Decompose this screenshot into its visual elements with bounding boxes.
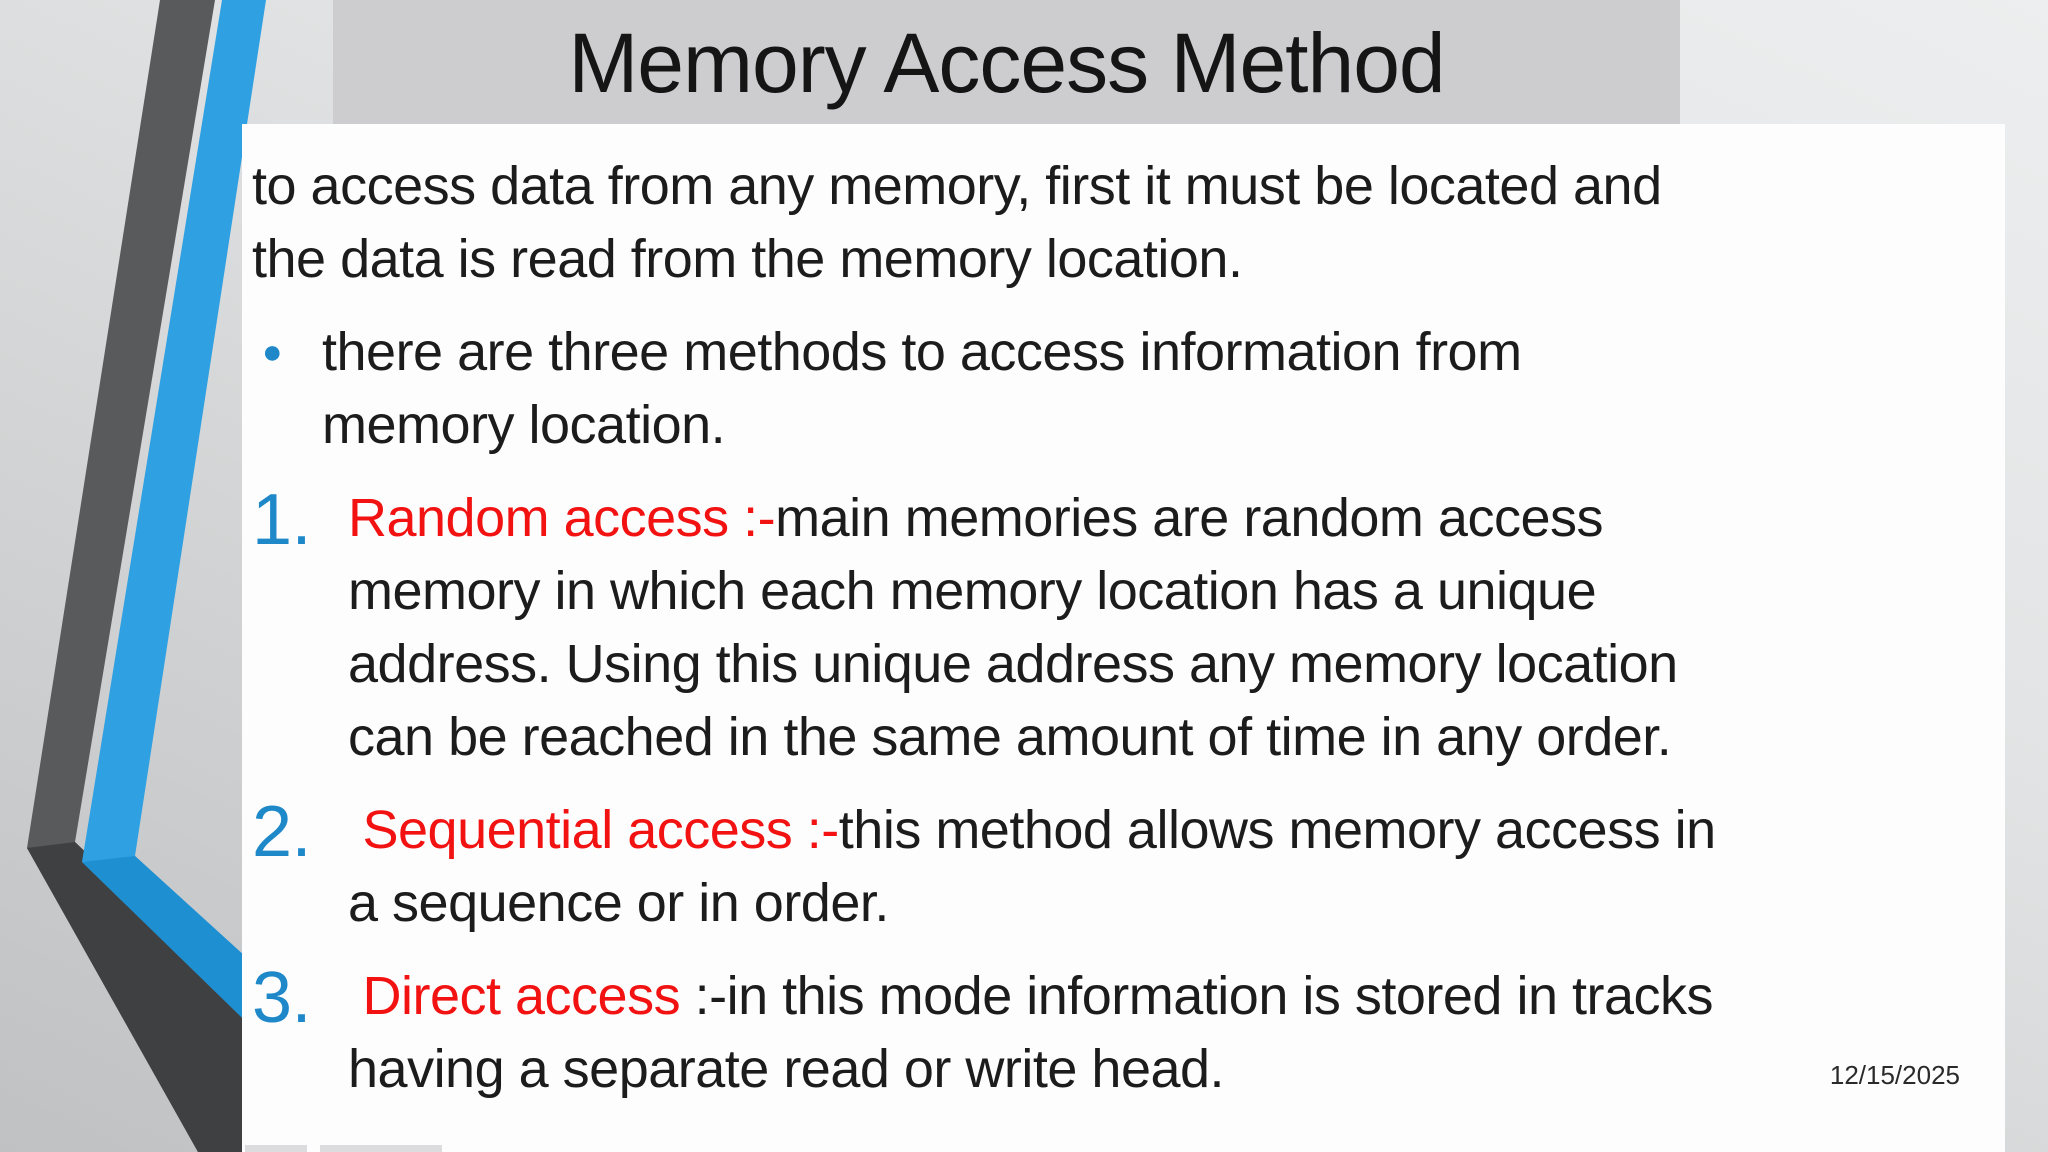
body-text: this method allows memory access in bbox=[838, 800, 1716, 860]
text-line: memory location. bbox=[322, 395, 726, 455]
item-text: Random access :-main memories are random… bbox=[348, 482, 1975, 774]
date-stamp: 12/15/2025 bbox=[1829, 1060, 1960, 1090]
keyword-red-text: Sequential access :- bbox=[348, 800, 840, 860]
list-item-sequential-access: 2. Sequential access :-this method allow… bbox=[252, 794, 1975, 940]
text-line: memory in which each memory location has… bbox=[348, 561, 1597, 621]
content-panel: to access data from any memory, first it… bbox=[242, 124, 2005, 1152]
title-banner: Memory Access Method bbox=[333, 0, 1680, 126]
bullet-paragraph: ● there are three methods to access info… bbox=[252, 316, 1975, 462]
body-text: main memories are random access bbox=[775, 488, 1603, 548]
intro-paragraph: to access data from any memory, first it… bbox=[252, 150, 1975, 296]
slide-title: Memory Access Method bbox=[568, 15, 1445, 110]
text-line: having a separate read or write head. bbox=[348, 1039, 1225, 1099]
item-text: Direct access :-in this mode information… bbox=[348, 960, 1975, 1106]
text-line: there are three methods to access inform… bbox=[322, 322, 1522, 382]
item-number: 1. bbox=[252, 480, 312, 560]
text-line: address. Using this unique address any m… bbox=[348, 634, 1678, 694]
text-line: Random access :-main memories are random… bbox=[348, 482, 1975, 555]
blue-stripe bbox=[82, 0, 460, 1152]
body-text: :-in this mode information is stored in … bbox=[694, 966, 1714, 1026]
list-item-direct-access: 3. Direct access :-in this mode informat… bbox=[252, 960, 1975, 1106]
text-line: Sequential access :-this method allows m… bbox=[348, 794, 1975, 867]
text-line: can be reached in the same amount of tim… bbox=[348, 707, 1672, 767]
bullet-dot-icon: ● bbox=[262, 333, 283, 371]
list-item-random-access: 1. Random access :-main memories are ran… bbox=[252, 482, 1975, 774]
item-number: 3. bbox=[252, 958, 312, 1038]
item-text: Sequential access :-this method allows m… bbox=[348, 794, 1975, 940]
text-line: a sequence or in order. bbox=[348, 873, 889, 933]
gray-stripe bbox=[27, 0, 400, 1152]
text-line: the data is read from the memory locatio… bbox=[252, 229, 1243, 289]
bullet-text: there are three methods to access inform… bbox=[322, 316, 1975, 462]
item-number: 2. bbox=[252, 792, 312, 872]
keyword-red-text: Random access :- bbox=[348, 488, 776, 548]
bottom-edge-shape bbox=[245, 1145, 307, 1152]
text-line: Direct access :-in this mode information… bbox=[348, 960, 1975, 1033]
bottom-edge-shape bbox=[320, 1145, 442, 1152]
keyword-red-text: Direct access bbox=[348, 966, 695, 1026]
text-line: to access data from any memory, first it… bbox=[252, 156, 1662, 216]
